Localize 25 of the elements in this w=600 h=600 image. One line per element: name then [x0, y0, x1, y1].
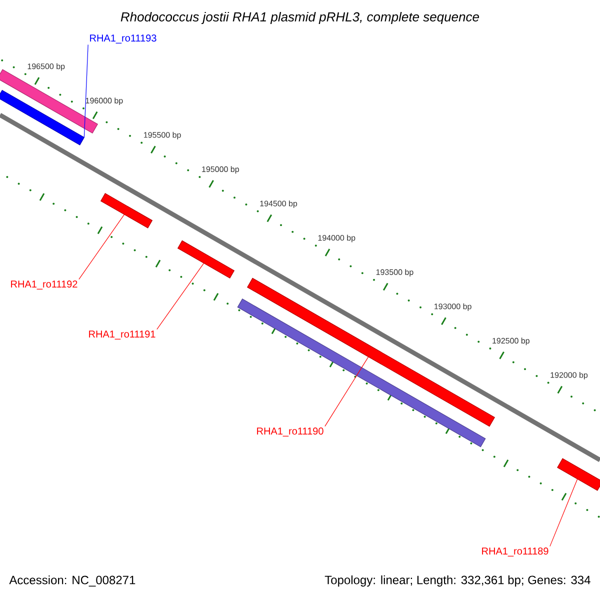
tick-label: 196500 bp: [28, 63, 65, 71]
gene-label: RHA1_ro11193: [90, 34, 156, 44]
tick-label: 196000 bp: [86, 98, 123, 106]
leader-line: [84, 44, 88, 138]
tick-label: 194500 bp: [260, 200, 298, 208]
tick-label: 193500 bp: [376, 269, 414, 277]
gene-bar: [557, 458, 600, 491]
summary-text: Topology: linear; Length: 332,361 bp; Genes: 334: [324, 575, 590, 587]
accession-text: Accession: NC_008271: [9, 575, 136, 587]
gene-label: RHA1_ro11190: [257, 428, 324, 436]
tick-label: 192000 bp: [550, 372, 588, 380]
tick-label: 195500 bp: [144, 132, 181, 140]
title: Rhodococcus jostii RHA1 plasmid pRHL3, complete sequence: [120, 12, 479, 24]
tick-label: 195000 bp: [202, 166, 239, 174]
gene-label: RHA1_ro11191: [89, 330, 156, 340]
leader-line: [550, 478, 578, 547]
leader-line: [156, 262, 204, 330]
tick-label: 193000 bp: [434, 303, 472, 311]
gene-label: RHA1_ro11189: [482, 548, 548, 556]
gene-bar: [237, 298, 486, 448]
tick-label: 192500 bp: [492, 338, 530, 346]
leader-line: [78, 214, 125, 280]
gene-label: RHA1_ro11192: [11, 280, 78, 290]
tick-label: 194000 bp: [318, 234, 356, 242]
leader-line: [324, 356, 369, 427]
